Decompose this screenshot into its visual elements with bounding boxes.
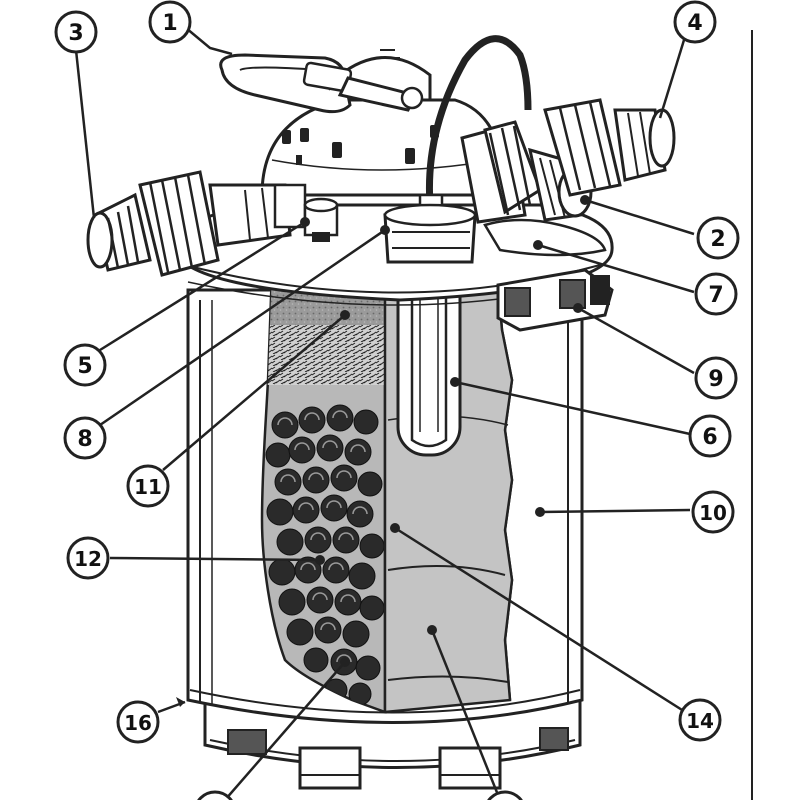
pressure-indicator	[303, 197, 339, 242]
callout-14: 14	[678, 698, 722, 742]
leader-dots	[176, 195, 590, 707]
callout-2: 2	[696, 216, 740, 260]
callout-5: 5	[63, 343, 107, 387]
callout-16: 16	[116, 700, 160, 744]
callout-3: 3	[54, 10, 98, 54]
callout-6: 6	[688, 414, 732, 458]
housing-clamp	[496, 268, 614, 332]
callout-label-6: 6	[702, 425, 717, 450]
uv-chamber	[383, 253, 514, 714]
callout-cropped-right	[485, 790, 525, 804]
callout-label-4: 4	[687, 11, 702, 36]
left-hose-connector	[86, 170, 307, 277]
uv-cable	[383, 35, 532, 264]
callout-12: 12	[66, 536, 110, 580]
callout-label-10: 10	[699, 501, 727, 525]
callout-4: 4	[673, 0, 717, 44]
cutaway-section	[260, 260, 387, 714]
leader-11	[162, 314, 346, 471]
callout-1: 1	[148, 0, 192, 44]
leader-8	[99, 228, 386, 427]
callout-10: 10	[691, 490, 735, 534]
leader-3	[74, 49, 96, 219]
leader-9	[577, 306, 695, 375]
leader-2	[584, 198, 695, 236]
leader-6	[454, 380, 691, 436]
callout-label-11: 11	[134, 475, 162, 499]
callout-label-9: 9	[708, 367, 723, 392]
bristle-layer	[262, 325, 385, 385]
leader-1	[185, 27, 233, 56]
right-hose-connector	[460, 98, 676, 257]
callout-label-12: 12	[74, 547, 102, 571]
leader-5	[99, 220, 306, 352]
callout-label-1: 1	[162, 11, 177, 36]
callout-11: 11	[126, 464, 170, 508]
leader-12	[109, 556, 321, 562]
callout-7: 7	[694, 272, 738, 316]
callout-label-5: 5	[77, 354, 92, 379]
callout-label-14: 14	[686, 709, 714, 733]
bio-media	[265, 404, 385, 706]
leader-7	[537, 243, 695, 294]
callout-label-8: 8	[77, 427, 92, 452]
cleaning-handle	[219, 53, 424, 114]
leader-13	[224, 661, 346, 801]
callout-label-2: 2	[710, 227, 725, 252]
leader-4	[658, 39, 686, 119]
callout-9: 9	[694, 356, 738, 400]
callout-label-16: 16	[124, 711, 152, 735]
uv-lamp	[410, 265, 448, 448]
leader-14	[394, 526, 691, 717]
callout-cropped-left	[195, 790, 235, 804]
callout-label-3: 3	[68, 21, 83, 46]
leader-10	[539, 508, 691, 514]
leader-15	[430, 629, 502, 801]
callout-label-7: 7	[708, 283, 723, 308]
callout-8: 8	[63, 416, 107, 460]
